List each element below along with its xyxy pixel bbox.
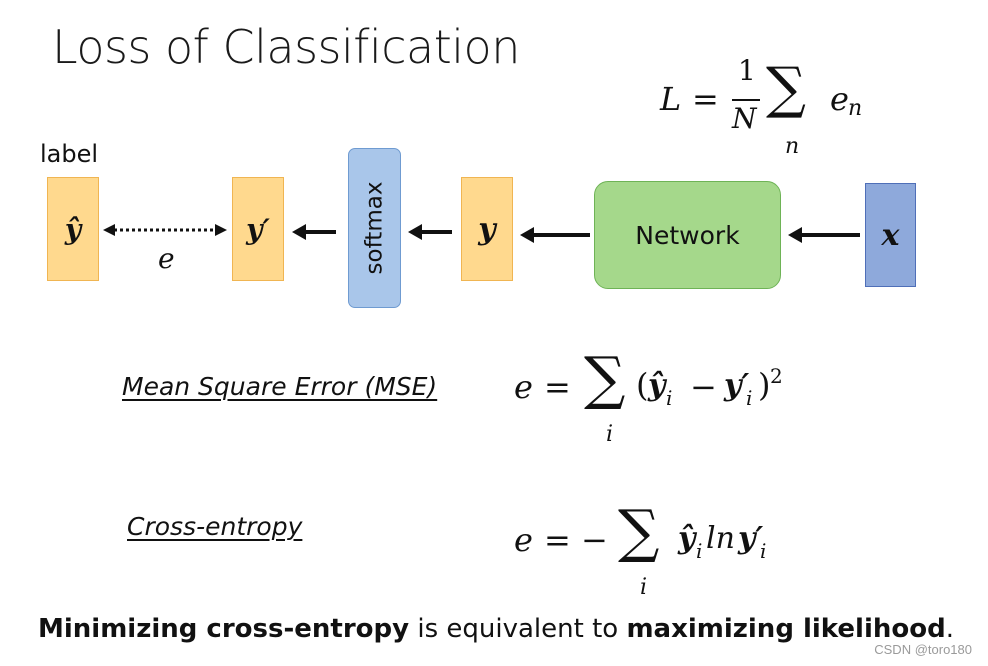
footer-statement: Minimizing cross-entropy is equivalent t… [38,614,954,644]
mse-sub-i-2: i [746,386,753,410]
footer-bold-2: maximizing likelihood [626,614,946,644]
page-title: Loss of Classification [52,20,520,74]
y-hat-symbol: ŷ [64,212,82,246]
mse-open-paren: ( [636,366,649,404]
footer-bold-1: Minimizing cross-entropy [38,614,410,644]
x-box: x [865,183,916,287]
cross-entropy-formula: e = − ∑ i ŷ i ln y′ i [514,495,834,610]
y-box: y [461,177,513,281]
e-label: e [158,242,175,275]
mse-e: e [514,368,533,406]
ce-index: i [640,575,648,600]
loss-denominator: N [732,102,757,135]
ce-ln: ln [706,521,735,556]
loss-equals: = [692,80,719,118]
dotted-double-arrow [103,224,227,236]
x-symbol: x [881,217,900,253]
ce-sigma: ∑ [618,497,660,565]
y-symbol: y [478,211,496,247]
mse-title: Mean Square Error (MSE) [122,372,438,401]
arrow-x-to-network [788,227,860,243]
loss-lhs: L [660,80,682,118]
network-box: Network [594,181,781,289]
mse-minus: − [690,368,717,406]
softmax-label: softmax [361,181,388,275]
ce-e: e [514,521,533,559]
y-prime-box: y′ [232,177,284,281]
mse-equals: = [544,368,571,406]
ce-sub-i-2: i [760,539,767,563]
loss-numerator: 1 [738,54,756,87]
mse-close-paren: ) [758,366,771,404]
softmax-box: softmax [348,148,401,308]
mse-index: i [606,422,614,447]
mse-y-hat: ŷ [648,368,666,403]
mse-y-prime: y′ [724,368,750,403]
mse-formula: e = ∑ i ( ŷ i − y′ i ) 2 [514,340,834,460]
mse-sub-i-1: i [666,386,673,410]
watermark: CSDN @toro180 [874,642,972,657]
ce-sub-i-1: i [696,539,703,563]
network-label: Network [635,220,740,250]
ce-y-prime: y′ [738,521,764,556]
y-hat-box: ŷ [47,177,99,281]
arrow-softmax-to-yprime [292,224,336,240]
ce-y-hat: ŷ [678,521,696,556]
footer-period: . [945,614,954,644]
y-prime-symbol: y′ [246,212,270,246]
ce-equals: = − [544,521,608,559]
label-caption: label [40,140,99,168]
mse-power: 2 [770,364,783,388]
loss-term-sub: n [848,96,863,121]
arrow-network-to-y [520,227,590,243]
loss-term: e [830,80,849,118]
mse-sigma: ∑ [584,344,626,412]
loss-formula: L = 1 N ∑ n e n [660,54,890,168]
fraction-bar [732,99,760,101]
cross-entropy-title: Cross-entropy [127,512,303,541]
loss-sigma: ∑ [766,56,806,121]
footer-normal: is equivalent to [409,614,627,644]
arrow-y-to-softmax [408,224,452,240]
loss-sum-index: n [785,134,800,159]
